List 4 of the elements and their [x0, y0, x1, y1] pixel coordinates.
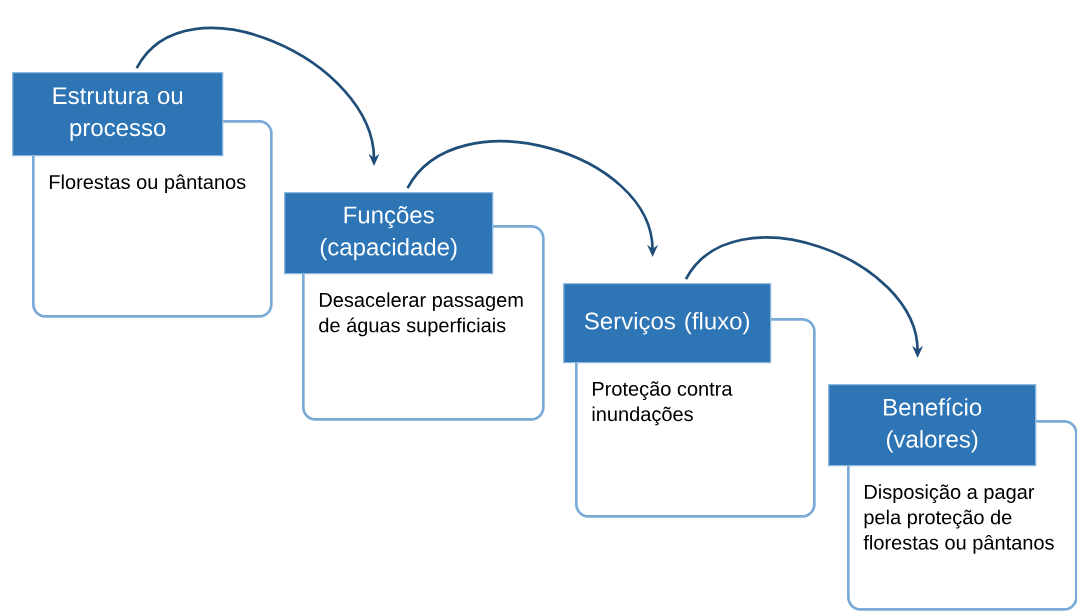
heading-box: Benefício (valores)	[828, 384, 1037, 467]
heading-box: Serviços (fluxo)	[563, 283, 772, 364]
heading-box: Estrutura ou processo	[12, 72, 224, 157]
heading-box: Funções (capacidade)	[284, 192, 494, 275]
